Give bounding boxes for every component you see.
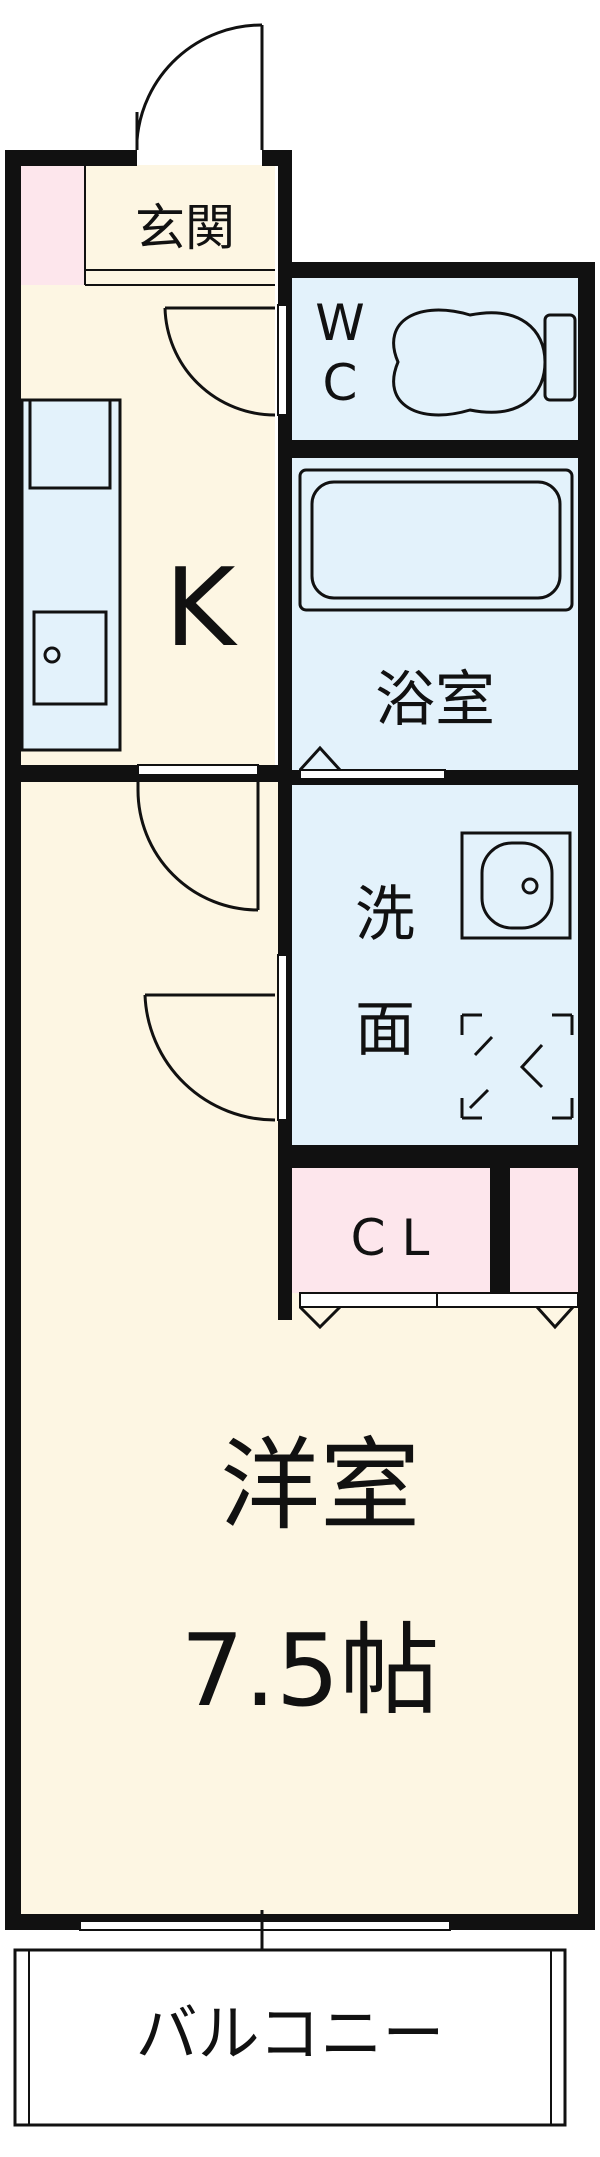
balcony-label: バルコニー	[136, 1997, 445, 2070]
entrance-door	[135, 23, 264, 158]
toilet-fixture	[392, 308, 577, 417]
wash-basin-fixture	[460, 831, 572, 940]
bathtub-fixture	[298, 468, 574, 612]
entrance-floor	[85, 165, 275, 285]
closet-label: C L	[351, 1209, 430, 1267]
walls	[5, 150, 595, 1930]
door-swings	[136, 306, 575, 1330]
closet-side-storage	[510, 1168, 578, 1293]
bath-label: 浴室	[375, 665, 495, 735]
kitchen-label: K	[165, 546, 239, 671]
balcony	[13, 1910, 567, 2127]
wc-floor	[290, 278, 578, 440]
washing-machine-space	[460, 1013, 574, 1120]
washroom-label-2: 面	[355, 995, 415, 1065]
western-room-size: 7.5帖	[180, 1612, 439, 1729]
wc-label-w: W	[315, 294, 364, 352]
kitchen-counter	[20, 398, 122, 752]
western-room-name: 洋室	[220, 1427, 420, 1544]
washroom-label-1: 洗	[355, 880, 415, 950]
bath-floor	[290, 458, 578, 770]
closet-floor	[290, 1168, 490, 1293]
entrance-storage	[20, 165, 85, 285]
wc-label-c: C	[323, 354, 358, 412]
washroom-floor	[290, 785, 578, 1145]
entrance-label: 玄関	[135, 199, 235, 257]
